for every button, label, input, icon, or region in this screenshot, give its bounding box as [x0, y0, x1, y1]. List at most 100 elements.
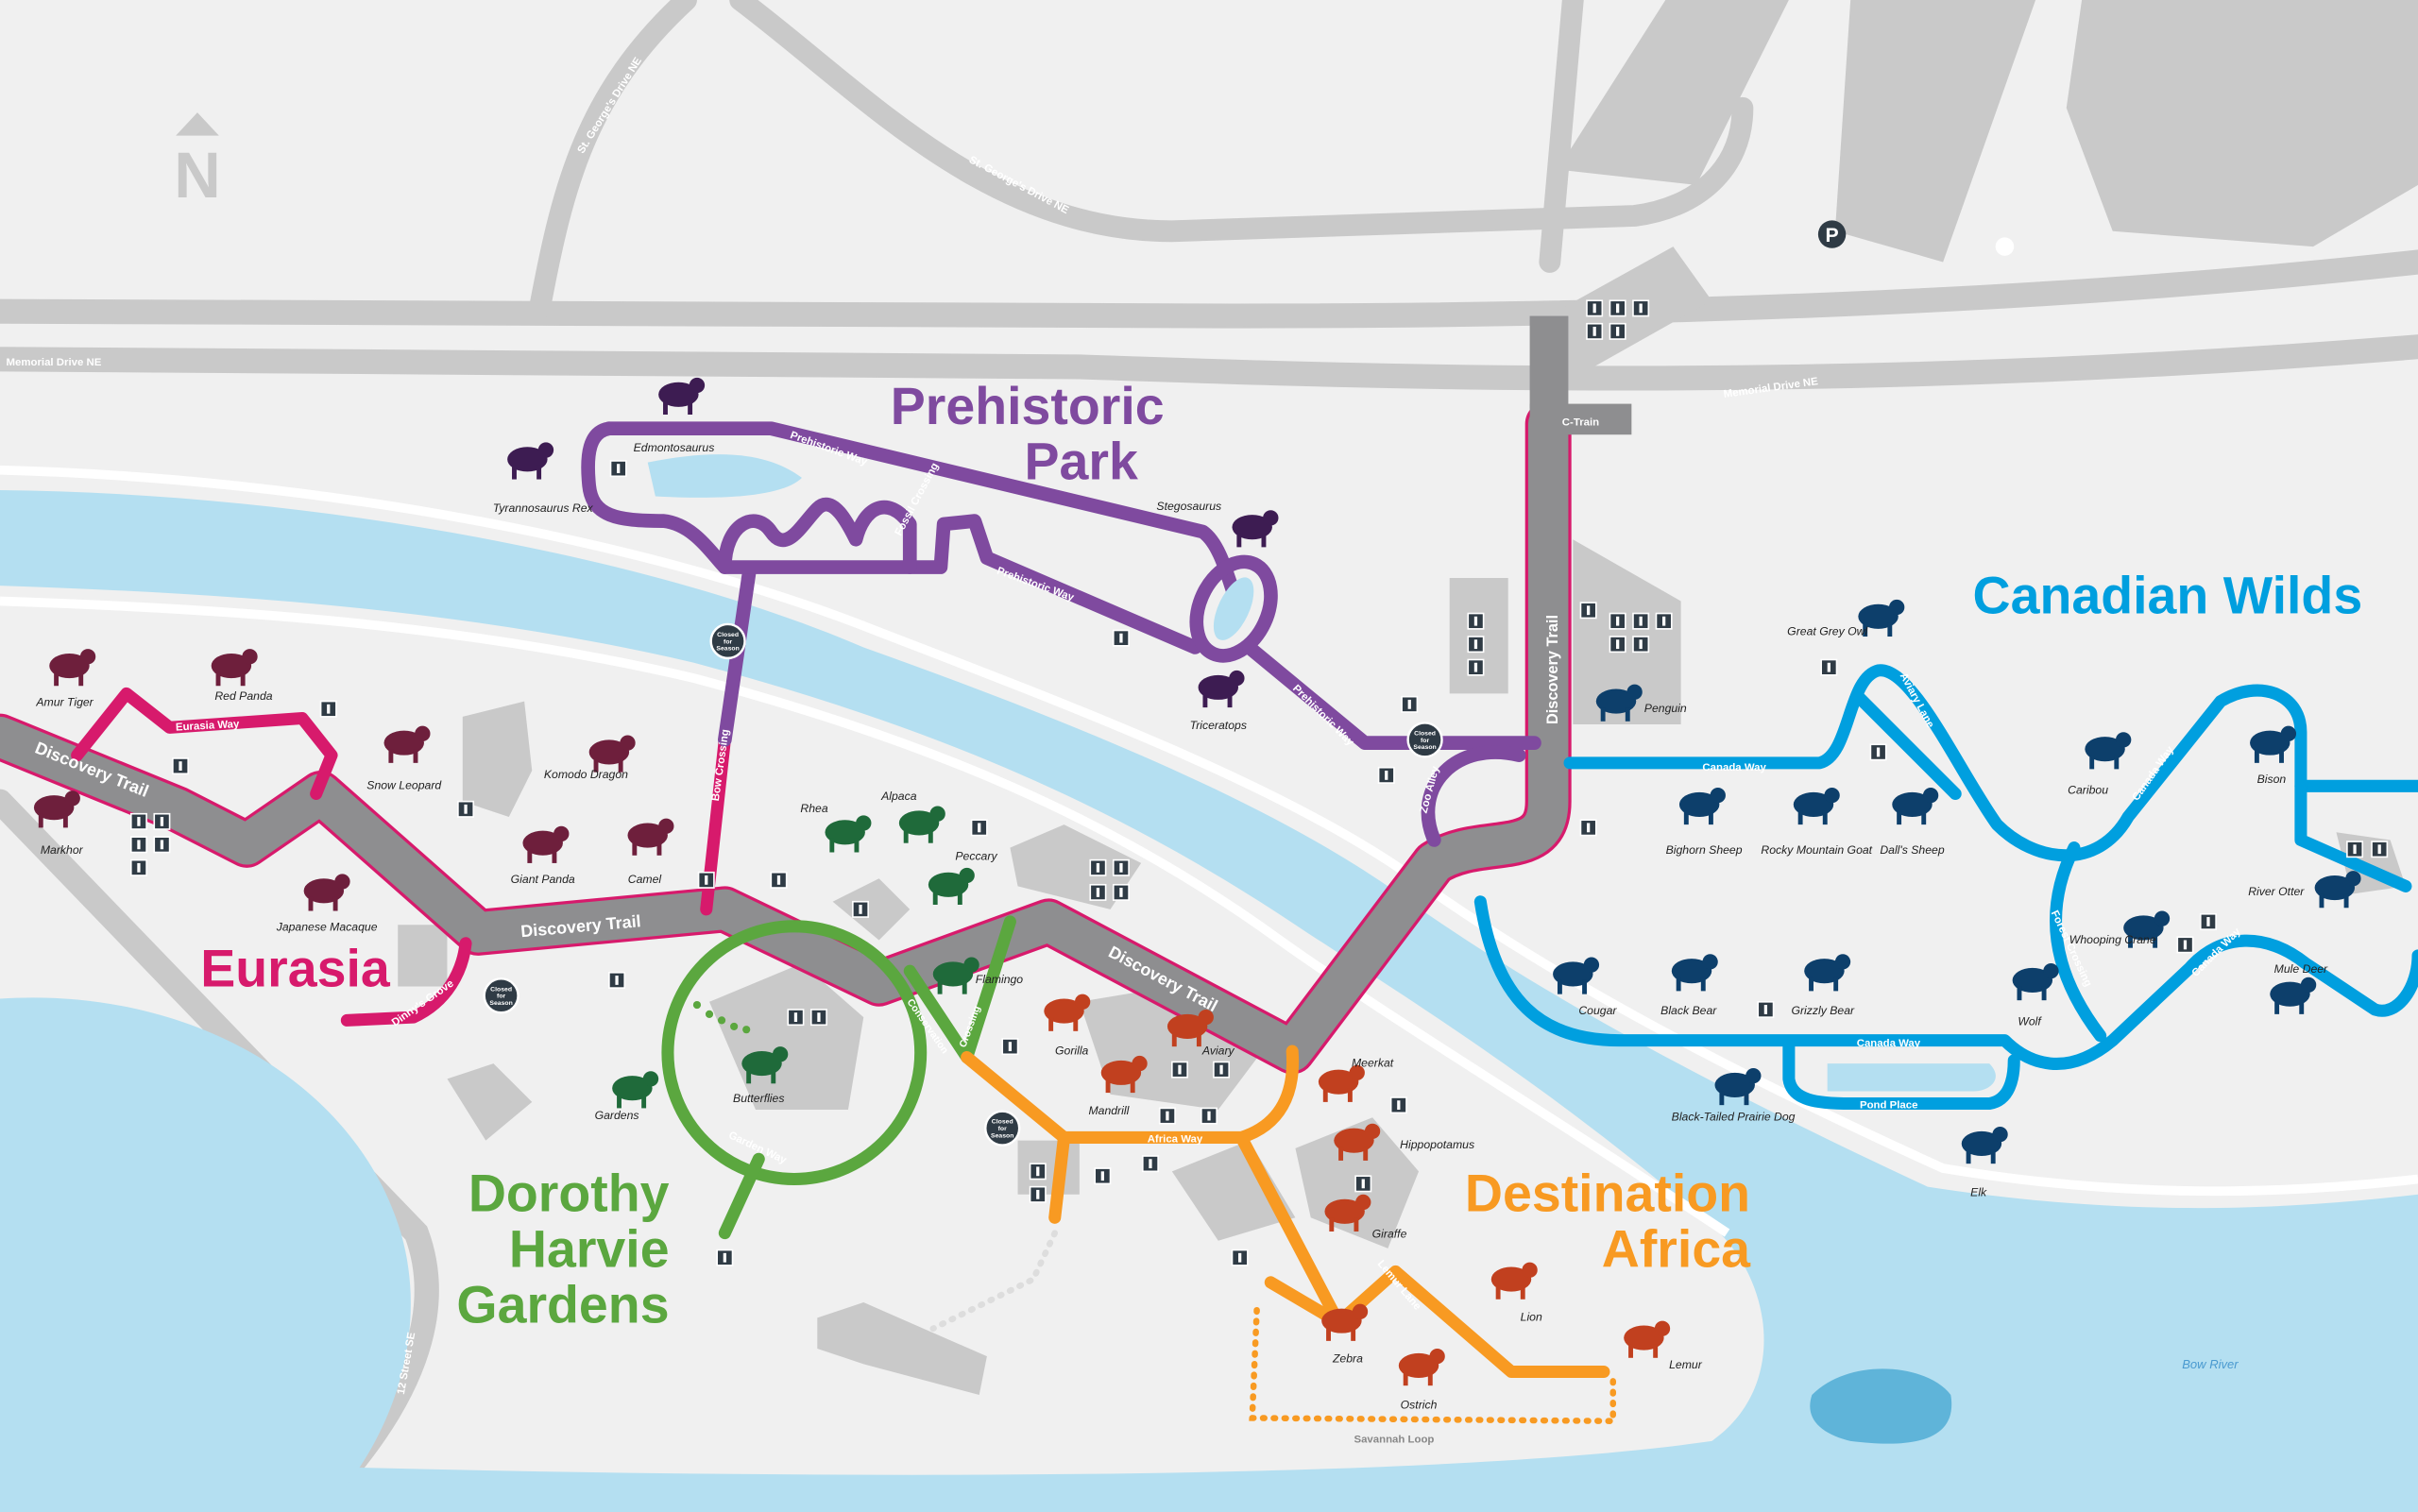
animal-flamingo[interactable]: Flamingo — [932, 957, 1024, 994]
animal-dall-s-sheep[interactable]: Dall's Sheep — [1880, 787, 1945, 857]
animal-stegosaurus[interactable]: Stegosaurus — [1156, 500, 1279, 548]
animal-butterflies[interactable]: Butterflies — [733, 1046, 789, 1105]
amenity-icon[interactable] — [1213, 1061, 1231, 1079]
amenity-icon[interactable] — [1467, 612, 1485, 630]
amenity-icon[interactable] — [716, 1249, 734, 1266]
amenity-icon[interactable] — [1757, 1000, 1775, 1018]
animal-black-bear[interactable]: Black Bear — [1660, 954, 1718, 1017]
amenity-icon[interactable] — [1089, 883, 1107, 901]
animal-edmontosaurus[interactable]: Edmontosaurus — [634, 377, 715, 454]
amenity-icon[interactable] — [608, 971, 626, 989]
amenity-icon[interactable] — [1820, 658, 1838, 676]
amenity-icon[interactable] — [2371, 841, 2389, 858]
animal-giraffe[interactable]: Giraffe — [1324, 1194, 1407, 1241]
amenity-icon[interactable] — [129, 812, 147, 830]
animal-zebra[interactable]: Zebra — [1321, 1303, 1369, 1366]
amenity-icon[interactable] — [1467, 636, 1485, 654]
africa-paths[interactable] — [961, 1045, 1610, 1379]
gardens-paths[interactable] — [661, 915, 1016, 1240]
amenity-icon[interactable] — [697, 871, 715, 889]
amenity-icon[interactable] — [770, 871, 788, 889]
animal-great-grey-owl[interactable]: Great Grey Owl — [1787, 599, 1905, 638]
amenity-icon[interactable] — [1171, 1061, 1188, 1079]
parking-icon[interactable]: P — [1817, 220, 1847, 248]
discovery-trail[interactable] — [0, 400, 1572, 1075]
amenity-icon[interactable] — [129, 836, 147, 854]
canadian-paths[interactable] — [1473, 664, 2418, 1111]
amenity-icon[interactable] — [970, 819, 988, 837]
animal-wolf[interactable]: Wolf — [2012, 963, 2059, 1028]
prehistoric-paths[interactable] — [581, 421, 1541, 847]
amenity-icon[interactable] — [1354, 1175, 1372, 1193]
amenity-icon[interactable] — [1112, 858, 1130, 876]
animal-rocky-mountain-goat[interactable]: Rocky Mountain Goat — [1761, 787, 1873, 857]
animal-bighorn-sheep[interactable]: Bighorn Sheep — [1666, 787, 1743, 857]
animal-black-tailed-prairie-dog[interactable]: Black-Tailed Prairie Dog — [1672, 1067, 1796, 1123]
amenity-icon[interactable] — [609, 460, 627, 478]
animal-aviary[interactable]: Aviary — [1166, 1009, 1235, 1057]
animal-camel[interactable]: Camel — [627, 818, 674, 887]
amenity-icon[interactable] — [1141, 1155, 1159, 1173]
animal-river-otter[interactable]: River Otter — [2248, 871, 2361, 909]
animal-gardens[interactable]: Gardens — [595, 1071, 659, 1122]
amenity-icon[interactable] — [129, 858, 147, 876]
animal-mandrill[interactable]: Mandrill — [1088, 1055, 1148, 1117]
amenity-icon[interactable] — [1609, 322, 1626, 340]
amenity-icon[interactable] — [1632, 636, 1650, 654]
animal-hippopotamus[interactable]: Hippopotamus — [1334, 1123, 1474, 1161]
animal-whooping-crane[interactable]: Whooping Crane — [2069, 910, 2171, 948]
animal-peccary[interactable]: Peccary — [928, 850, 998, 905]
amenity-icon[interactable] — [787, 1009, 805, 1027]
animal-lion[interactable]: Lion — [1490, 1262, 1542, 1324]
amenity-icon[interactable] — [1609, 299, 1626, 317]
amenity-icon[interactable] — [809, 1009, 827, 1027]
animal-gorilla[interactable]: Gorilla — [1044, 994, 1091, 1058]
animal-triceratops[interactable]: Triceratops — [1190, 670, 1247, 732]
amenity-icon[interactable] — [153, 836, 171, 854]
amenity-icon[interactable] — [2199, 912, 2217, 930]
amenity-icon[interactable] — [2176, 936, 2194, 954]
animal-rhea[interactable]: Rhea — [800, 802, 872, 853]
animal-japanese-macaque[interactable]: Japanese Macaque — [276, 874, 378, 934]
animal-lemur[interactable]: Lemur — [1624, 1320, 1703, 1372]
amenity-icon[interactable] — [1377, 766, 1395, 784]
amenity-icon[interactable] — [1869, 743, 1887, 761]
animal-meerkat[interactable]: Meerkat — [1318, 1056, 1394, 1102]
animal-tyrannosaurus-rex[interactable]: Tyrannosaurus Rex — [493, 442, 594, 515]
amenity-icon[interactable] — [1029, 1185, 1047, 1203]
amenity-icon[interactable] — [1089, 858, 1107, 876]
amenity-icon[interactable] — [1586, 322, 1604, 340]
animal-mule-deer[interactable]: Mule Deer — [2270, 962, 2328, 1014]
amenity-icon[interactable] — [1001, 1038, 1019, 1056]
amenity-icon[interactable] — [319, 700, 337, 718]
amenity-icon[interactable] — [1112, 629, 1130, 647]
ctrain-station[interactable] — [1529, 403, 1632, 435]
amenity-icon[interactable] — [457, 800, 475, 818]
amenity-icon[interactable] — [1158, 1107, 1176, 1125]
animal-komodo-dragon[interactable]: Komodo Dragon — [544, 735, 636, 781]
amenity-icon[interactable] — [2346, 841, 2364, 858]
amenity-icon[interactable] — [1655, 612, 1673, 630]
amenity-icon[interactable] — [1401, 695, 1419, 713]
amenity-icon[interactable] — [1112, 883, 1130, 901]
animal-caribou[interactable]: Caribou — [2068, 732, 2132, 796]
amenity-icon[interactable] — [1609, 612, 1626, 630]
animal-red-panda[interactable]: Red Panda — [211, 649, 273, 703]
amenity-icon[interactable] — [1579, 602, 1597, 620]
amenity-icon[interactable] — [172, 757, 189, 775]
amenity-icon[interactable] — [1467, 658, 1485, 676]
animal-amur-tiger[interactable]: Amur Tiger — [35, 649, 96, 708]
amenity-icon[interactable] — [1586, 299, 1604, 317]
animal-penguin[interactable]: Penguin — [1595, 684, 1687, 722]
amenity-icon[interactable] — [153, 812, 171, 830]
amenity-icon[interactable] — [1632, 299, 1650, 317]
amenity-icon[interactable] — [1200, 1107, 1218, 1125]
animal-snow-leopard[interactable]: Snow Leopard — [366, 725, 442, 792]
amenity-icon[interactable] — [1609, 636, 1626, 654]
amenity-icon[interactable] — [1632, 612, 1650, 630]
amenity-icon[interactable] — [1029, 1163, 1047, 1181]
animal-alpaca[interactable]: Alpaca — [880, 790, 945, 843]
animal-bison[interactable]: Bison — [2250, 725, 2297, 786]
savannah-loop-path[interactable] — [1249, 1306, 1617, 1425]
